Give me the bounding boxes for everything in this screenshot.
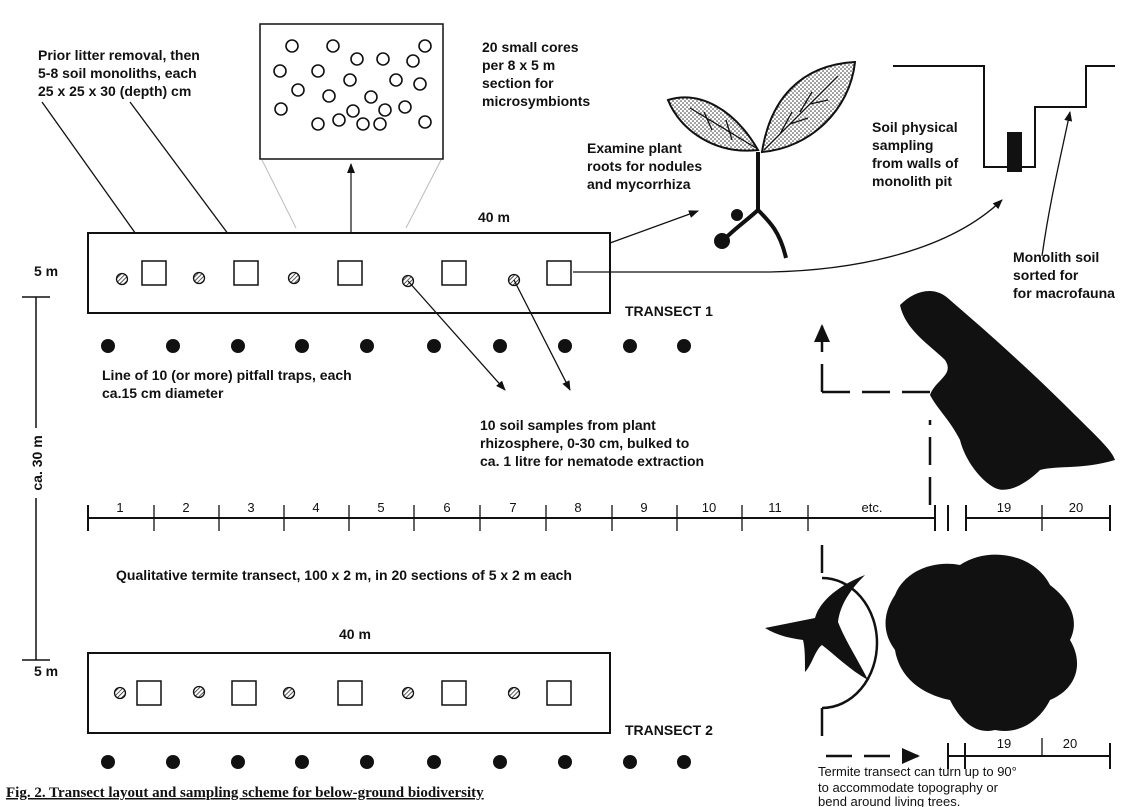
section-label-1: 1	[116, 500, 123, 515]
transect1-monoliths	[141, 260, 572, 286]
transect2-rhizo-samples	[113, 685, 521, 700]
tree-canopy-upper	[900, 290, 1115, 490]
plant-note-line-3: and mycorrhiza	[587, 176, 691, 192]
arrow-to-soil-physical	[573, 199, 1003, 273]
arrow-rhizo-2	[513, 279, 571, 391]
termite-transect: 1 2 3 4 5 6 7 8 9 10 11 etc. 19 20	[87, 500, 1111, 531]
rhizo-note-line-1: 10 soil samples from plant	[480, 417, 656, 433]
turn-section-19: 19	[997, 736, 1011, 751]
cores-note-line-1: 20 small cores	[482, 39, 579, 55]
arrow-to-macrofauna	[1041, 111, 1073, 257]
plant-note-line-1: Examine plant	[587, 140, 682, 156]
figure-caption: Fig. 2. Transect layout and sampling sch…	[6, 785, 484, 801]
monolith-pit-icon	[893, 65, 1115, 172]
section-label-2: 2	[182, 500, 189, 515]
cores-inset	[259, 23, 444, 160]
section-label-20: 20	[1069, 500, 1083, 515]
section-label-6: 6	[443, 500, 450, 515]
core-circles	[273, 39, 432, 131]
section-label-3: 3	[247, 500, 254, 515]
tree-trunk-icon	[765, 575, 868, 680]
cores-note-line-4: microsymbionts	[482, 93, 590, 109]
turn-note-line-1: Termite transect can turn up to 90°	[818, 764, 1017, 779]
pitfall-traps-row-2	[101, 755, 691, 769]
rhizo-note-line-2: rhizosphere, 0-30 cm, bulked to	[480, 435, 689, 451]
litter-note-line-3: 25 x 25 x 30 (depth) cm	[38, 83, 191, 99]
section-label-19: 19	[997, 500, 1011, 515]
macrofauna-note: Monolith soil sorted for for macrofauna	[1013, 249, 1115, 301]
litter-removal-note: Prior litter removal, then 5-8 soil mono…	[38, 47, 200, 99]
litter-note-line-2: 5-8 soil monoliths, each	[38, 65, 197, 81]
transect2-label: TRANSECT 2	[625, 722, 713, 738]
soil-phys-line-1: Soil physical	[872, 119, 958, 135]
termite-transect-note: Qualitative termite transect, 100 x 2 m,…	[116, 567, 572, 583]
termite-turn-sections: 19 20	[947, 736, 1111, 769]
section-label-9: 9	[640, 500, 647, 515]
section-label-5: 5	[377, 500, 384, 515]
turn-section-20: 20	[1063, 736, 1077, 751]
cores-note-line-2: per 8 x 5 m	[482, 57, 555, 73]
pitfall-note-line-2: ca.15 cm diameter	[102, 385, 224, 401]
inset-guide-left	[261, 159, 297, 229]
arrow-to-plant	[609, 210, 699, 244]
rhizosphere-note: 10 soil samples from plant rhizosphere, …	[480, 417, 704, 469]
turn-path-upper	[814, 324, 932, 505]
section-label-8: 8	[574, 500, 581, 515]
soil-phys-line-3: from walls of	[872, 155, 959, 171]
transect2-length-label: 40 m	[339, 626, 371, 642]
soil-phys-line-2: sampling	[872, 137, 933, 153]
section-label-4: 4	[312, 500, 319, 515]
plant-note-line-2: roots for nodules	[587, 158, 702, 174]
cores-note: 20 small cores per 8 x 5 m section for m…	[482, 39, 590, 109]
section-label-7: 7	[509, 500, 516, 515]
transect2-monoliths	[136, 680, 572, 706]
turn-semicircle	[821, 576, 879, 710]
soil-physical-note: Soil physical sampling from walls of mon…	[872, 119, 959, 189]
seedling-icon	[666, 60, 857, 259]
macrofauna-line-1: Monolith soil	[1013, 249, 1099, 265]
macrofauna-line-2: sorted for	[1013, 267, 1079, 283]
spacing-label: ca. 30 m	[29, 435, 45, 490]
turn-note-line-2: to accommodate topography or	[818, 780, 999, 795]
rhizo-note-line-3: ca. 1 litre for nematode extraction	[480, 453, 704, 469]
arrow-rhizo-1	[407, 280, 506, 391]
soil-phys-line-4: monolith pit	[872, 173, 952, 189]
plant-roots-note: Examine plant roots for nodules and myco…	[587, 140, 702, 192]
section-label-10: 10	[702, 500, 716, 515]
turn-note-line-3: bend around living trees.	[818, 794, 960, 807]
tree-canopy-lower	[885, 554, 1078, 731]
transect1-length-label: 40 m	[478, 209, 510, 225]
litter-note-line-1: Prior litter removal, then	[38, 47, 200, 63]
section-label-11: 11	[768, 500, 782, 515]
pitfall-note-line-1: Line of 10 (or more) pitfall traps, each	[102, 367, 352, 383]
transect2-width-label: 5 m	[34, 663, 58, 679]
pitfall-traps-row-1	[101, 339, 691, 353]
transect1-label: TRANSECT 1	[625, 303, 713, 319]
turn-note: Termite transect can turn up to 90° to a…	[818, 764, 1017, 807]
section-label-etc: etc.	[862, 500, 883, 515]
cores-note-line-3: section for	[482, 75, 554, 91]
transect1-width-label: 5 m	[34, 263, 58, 279]
spacing-dimension: ca. 30 m	[22, 296, 50, 661]
macrofauna-line-3: for macrofauna	[1013, 285, 1115, 301]
inset-guide-right	[405, 159, 442, 229]
